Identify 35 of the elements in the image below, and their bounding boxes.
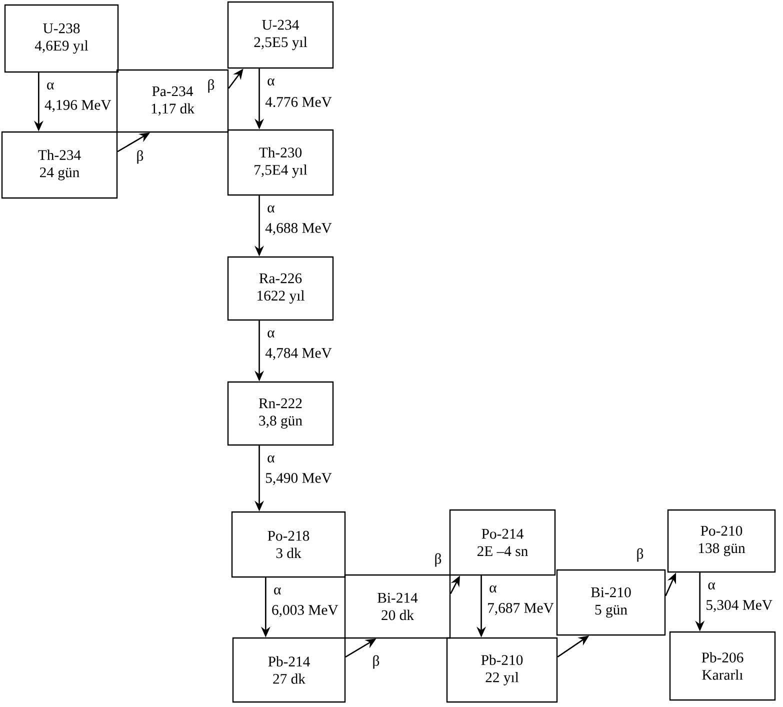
energy-label: 5,304 MeV: [706, 600, 772, 612]
energy-label: 4.776 MeV: [265, 97, 332, 107]
edge-label: α: [268, 455, 274, 463]
edge-label: β: [208, 79, 214, 93]
edge-label: α: [708, 582, 716, 590]
nuclide-box: Po-218 3 dk: [231, 511, 346, 578]
edge-label: β: [137, 150, 144, 164]
nuclide-box: Bi-210 5 gün: [556, 569, 666, 636]
edge-label: α: [274, 587, 281, 595]
energy-label: 4,196 MeV: [44, 100, 112, 112]
nuclide-box: Pb-214 27 dk: [232, 637, 346, 703]
nuclide-box: Th-234 24 gün: [1, 131, 118, 199]
edge-label: α: [268, 78, 274, 86]
nuclide-box: U-234 2,5E5 yıl: [227, 1, 334, 69]
edge-label: α: [47, 82, 54, 90]
nuclide-box: Po-214 2E –4 sn: [449, 509, 556, 576]
nuclide-box: Ra-226 1622 yıl: [227, 256, 334, 321]
nuclide-box: Th-230 7,5E4 yıl: [227, 129, 334, 196]
energy-label: 5,490 MeV: [266, 473, 332, 485]
nuclide-box: Po-210 138 gün: [667, 509, 776, 573]
edge-label: α: [268, 205, 274, 213]
edge-label: β: [637, 548, 644, 562]
edge-label: β: [435, 553, 442, 567]
nuclide-box: Pb-210 22 yıl: [446, 637, 558, 703]
nuclide-box: Bi-214 20 dk: [344, 574, 451, 639]
nuclide-box: Rn-222 3,8 gün: [227, 381, 334, 446]
nuclide-box: Pb-206 Kararlı: [669, 631, 776, 701]
edge-label: α: [490, 585, 496, 593]
edge-label: α: [268, 330, 274, 338]
energy-label: 4,688 MeV: [265, 223, 332, 235]
energy-label: 6,003 MeV: [272, 605, 338, 617]
energy-label: 7,687 MeV: [488, 603, 554, 615]
edge-label: β: [373, 655, 380, 669]
nuclide-box: U-238 4,6E9 yıl: [4, 4, 119, 73]
energy-label: 4,784 MeV: [265, 348, 332, 360]
